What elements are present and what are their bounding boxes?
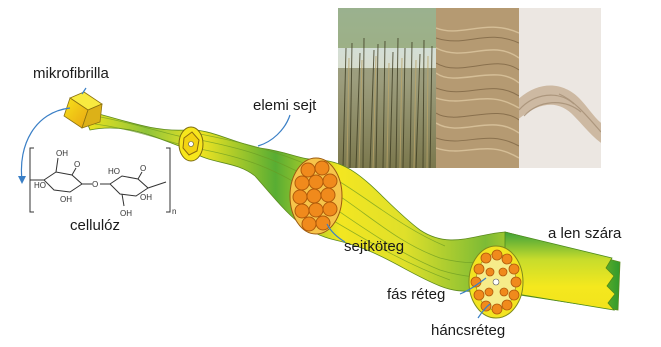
ring-1-ch2oh-bond [56,158,58,172]
ho-1: HO [34,181,46,190]
label-mikrofibrilla: mikrofibrilla [33,66,109,81]
microfibril-to-cellulose-arrow [21,108,70,180]
leader-elemi-sejt [258,115,290,146]
ring-o-1: O [74,160,80,169]
chain-bond-right [148,182,166,188]
subscript-n: n [172,207,176,216]
ring-1-oxygen-bond [72,168,76,175]
label-háncsréteg: háncsréteg [431,323,505,338]
cellulose-formula [30,148,170,212]
elementary-cell-section [179,127,203,161]
glucose-ring-1 [44,172,82,192]
bridge-o: O [92,180,98,189]
ring-o-2: O [140,164,146,173]
oh-1: OH [56,149,68,158]
label-sejtköteg: sejtköteg [344,239,404,254]
label-cellulóz: cellulóz [70,218,120,233]
label-fás-réteg: fás réteg [387,287,445,302]
oh-2: OH [60,195,72,204]
label-a-len-szára: a len szára [548,226,621,241]
ring-2-oxygen-bond [138,172,142,179]
oh-4: OH [120,209,132,218]
ring-2-ch2oh-bond [122,194,124,206]
stem-cross-section [469,246,523,318]
oh-3: OH [140,193,152,202]
microfibril-prism [64,92,102,128]
ho-2: HO [108,167,120,176]
cell-bundle-section [290,158,342,234]
label-elemi-sejt: elemi sejt [253,98,316,113]
polymer-bracket-right [166,148,170,212]
arrow-head [18,176,26,184]
